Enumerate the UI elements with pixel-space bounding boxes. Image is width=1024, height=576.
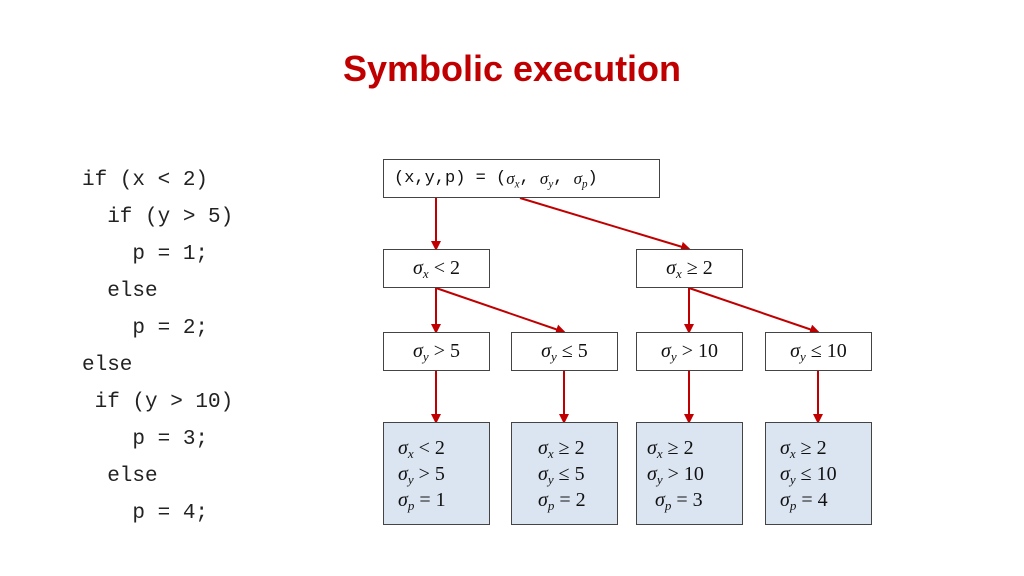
leaf-line: σp = 2	[538, 488, 586, 513]
leaf-rel: ≤ 5	[558, 462, 585, 485]
leaf-line: σp = 4	[780, 488, 828, 513]
leaf-line: σy ≤ 5	[538, 462, 585, 487]
condition-box-x-ge-2: σx ≥ 2	[636, 249, 743, 288]
leaf-line: σp = 1	[398, 488, 446, 513]
leaf-line: σx ≥ 2	[647, 436, 694, 461]
cond-sym: x	[676, 265, 682, 281]
cond-sym: y	[551, 348, 557, 364]
code-line: p = 2;	[82, 317, 209, 340]
leaf-rel: = 1	[419, 488, 446, 511]
leaf-sym: p	[664, 497, 672, 513]
condition-box-y-gt-10: σy > 10	[636, 332, 743, 371]
root-sym-3: p	[582, 177, 588, 190]
cond-rel: ≤ 10	[810, 340, 847, 362]
leaf-sym: x	[656, 445, 663, 461]
edge-x-lt-2-to-y-le-5	[435, 287, 566, 335]
leaf-rel: = 4	[801, 488, 828, 511]
code-line: if (y > 5)	[82, 206, 234, 229]
leaf-rel: = 2	[559, 488, 586, 511]
slide-title: Symbolic execution	[342, 48, 682, 89]
leaf-sym: y	[789, 471, 796, 487]
leaf-rel: ≥ 2	[558, 436, 585, 459]
leaf-line: σx ≥ 2	[538, 436, 585, 461]
leaf-rel: > 10	[667, 462, 704, 485]
leaf-sym: p	[407, 497, 415, 513]
root-close: )	[587, 169, 598, 188]
leaf-line: σy > 10	[647, 462, 704, 487]
leaf-rel: ≥ 2	[800, 436, 827, 459]
code-line: else	[82, 354, 133, 377]
condition-box-y-gt-5: σy > 5	[383, 332, 490, 371]
leaf-line: σy ≤ 10	[780, 462, 837, 487]
cond-sym: y	[670, 348, 677, 364]
leaf-rel: ≤ 10	[800, 462, 837, 485]
code-line: p = 3;	[82, 428, 209, 451]
leaf-sym: p	[547, 497, 555, 513]
leaf-rel: ≥ 2	[667, 436, 694, 459]
root-state-box: (x,y,p) = ( σx, σy, σp )	[383, 159, 660, 198]
cond-rel: ≥ 2	[686, 257, 713, 279]
condition-box-y-le-10: σy ≤ 10	[765, 332, 872, 371]
cond-sym: y	[800, 348, 806, 364]
cond-sym: x	[422, 265, 429, 281]
code-line: p = 1;	[82, 243, 209, 266]
cond-rel: < 2	[433, 257, 460, 279]
code-line: if (x < 2)	[82, 169, 209, 192]
leaf-state-box-3: σx ≥ 2 σy > 10 σp = 3	[636, 422, 743, 525]
code-line: else	[82, 280, 158, 303]
cond-rel: > 5	[433, 340, 460, 362]
leaf-sym: y	[407, 471, 414, 487]
code-line: p = 4;	[82, 502, 209, 525]
leaf-sym: x	[547, 445, 554, 461]
leaf-rel: < 2	[418, 436, 445, 459]
leaf-sym: x	[789, 445, 796, 461]
code-line: else	[82, 465, 158, 488]
leaf-sym: y	[547, 471, 554, 487]
leaf-state-box-4: σx ≥ 2 σy ≤ 10 σp = 4	[765, 422, 872, 525]
root-sym-2: y	[548, 177, 554, 190]
cond-sym: y	[422, 348, 429, 364]
leaf-line: σx < 2	[398, 436, 445, 461]
leaf-rel: = 3	[676, 488, 703, 511]
edge-x-ge-2-to-y-le-10	[688, 287, 820, 335]
leaf-line: σy > 5	[398, 462, 445, 487]
leaf-sym: p	[789, 497, 797, 513]
cond-rel: ≤ 5	[561, 340, 588, 362]
cond-rel: > 10	[681, 340, 718, 362]
code-line: if (y > 10)	[82, 391, 234, 414]
leaf-state-box-2: σx ≥ 2 σy ≤ 5 σp = 2	[511, 422, 618, 525]
leaf-sym: y	[656, 471, 663, 487]
leaf-line: σp = 3	[655, 488, 703, 513]
root-sym-1: x	[514, 177, 520, 190]
edge-root-to-x-ge-2	[519, 197, 691, 252]
leaf-sym: x	[407, 445, 414, 461]
leaf-rel: > 5	[418, 462, 445, 485]
leaf-line: σx ≥ 2	[780, 436, 827, 461]
leaf-state-box-1: σx < 2 σy > 5 σp = 1	[383, 422, 490, 525]
condition-box-x-lt-2: σx < 2	[383, 249, 490, 288]
root-vars: (x,y,p) = (	[394, 169, 507, 188]
condition-box-y-le-5: σy ≤ 5	[511, 332, 618, 371]
